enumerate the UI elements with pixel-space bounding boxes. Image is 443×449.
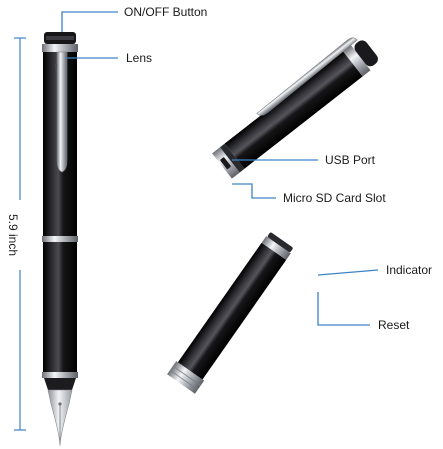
leader-reset xyxy=(317,292,370,326)
leader-indicator xyxy=(317,269,379,276)
pen-clip xyxy=(56,51,68,173)
upper-pen-body xyxy=(224,51,363,169)
leader-on-off xyxy=(61,11,118,32)
label-usb-port: USB Port xyxy=(325,153,376,167)
label-indicator: Indicator xyxy=(386,263,432,277)
indicator-light xyxy=(267,232,293,252)
grip-section xyxy=(44,378,76,390)
usb-port-opening xyxy=(220,157,231,170)
pen-bottom-view xyxy=(167,232,293,394)
label-reset: Reset xyxy=(378,318,410,332)
label-micro-sd-slot: Micro SD Card Slot xyxy=(283,191,386,205)
upper-pen-clip xyxy=(256,37,358,116)
top-metal-band xyxy=(42,44,78,52)
length-label: 5.9 inch xyxy=(6,214,20,256)
leader-micro-sd xyxy=(232,183,276,199)
label-lens: Lens xyxy=(126,51,152,65)
bottom-metal-end xyxy=(167,361,205,394)
length-dimension: 5.9 inch xyxy=(6,37,28,431)
label-on-off-button: ON/OFF Button xyxy=(124,5,207,19)
pen-full-view xyxy=(42,32,78,447)
middle-metal-band xyxy=(42,236,78,242)
pen-top-view xyxy=(212,37,378,179)
dimension-label-bg xyxy=(12,200,28,270)
pen-barrel xyxy=(43,242,77,372)
callout-leaders xyxy=(61,11,379,326)
lower-pen-body xyxy=(177,242,287,380)
